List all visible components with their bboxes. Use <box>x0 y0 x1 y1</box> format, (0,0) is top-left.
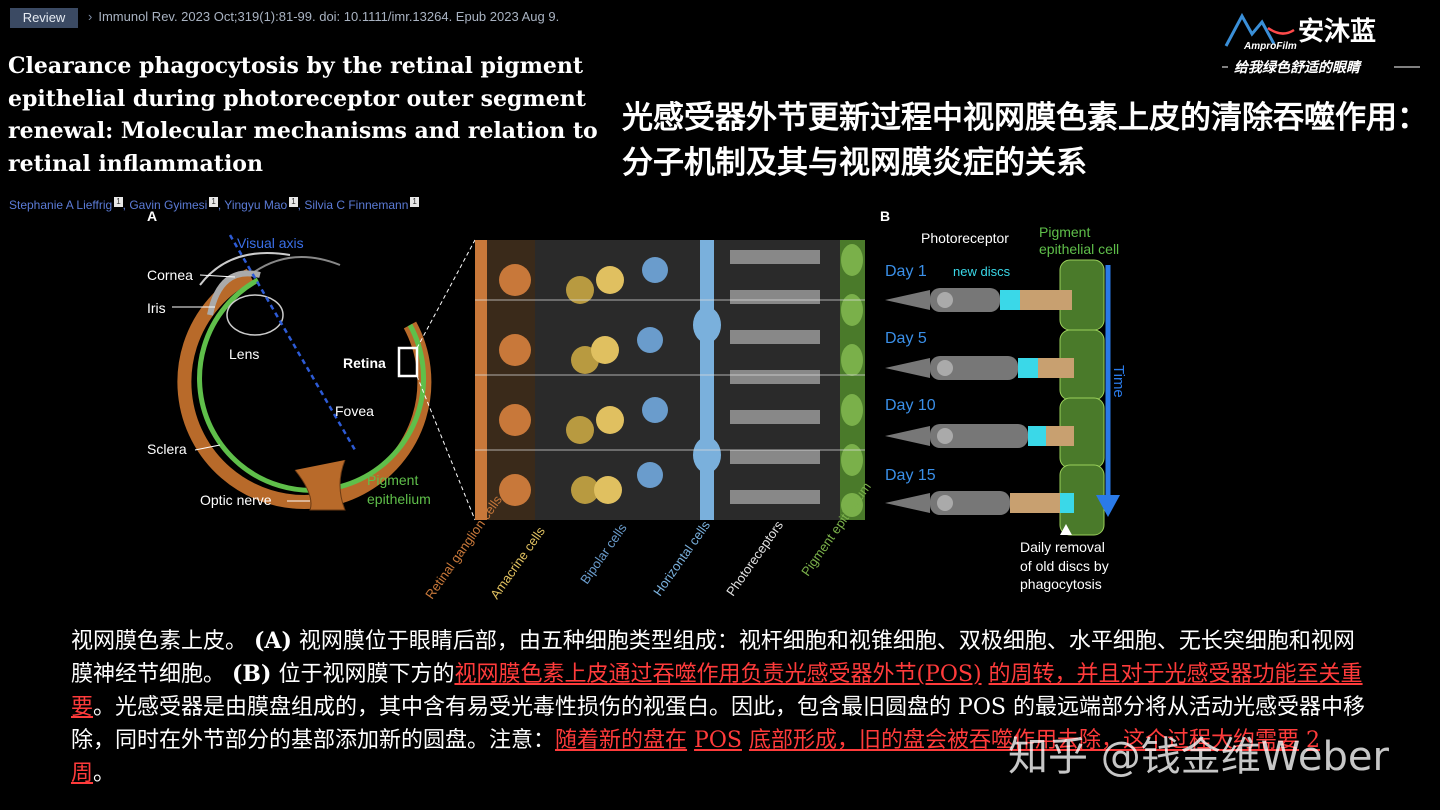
affiliation-marker[interactable]: 1 <box>410 197 419 207</box>
removal-line-1: Daily removal <box>1020 539 1105 555</box>
sclera-label: Sclera <box>147 441 187 457</box>
caption-highlight: 周 <box>71 761 94 786</box>
day-label: Day 5 <box>885 330 927 347</box>
author-link[interactable]: Yingyu Mao <box>224 198 288 212</box>
logo-sub-text: AmproFilm <box>1243 41 1297 52</box>
cell-label-amacrine: Amacrine cells <box>487 523 548 601</box>
visual-axis-line <box>228 234 357 451</box>
caption-highlight: 随着新的盘在 <box>555 728 688 753</box>
chevron-right-icon: › <box>88 9 93 24</box>
cell-label-photoreceptors: Photoreceptors <box>723 517 786 598</box>
caption-highlight: 底部形成，旧的盘会被吞噬作用去除，这个过程大约需要 <box>748 728 1299 753</box>
paper-title-zh: 光感受器外节更新过程中视网膜色素上皮的清除吞噬作用：分子机制及其与视网膜炎症的关… <box>622 100 1428 181</box>
epithelium-label: epithelium <box>367 491 431 507</box>
panel-a-label: A <box>147 208 157 224</box>
removal-line-3: phagocytosis <box>1020 576 1102 592</box>
caption-tag-a: (A) <box>254 628 292 654</box>
logo-slogan-text: 给我绿色舒适的眼睛 <box>1234 59 1362 76</box>
lens-label: Lens <box>229 346 259 362</box>
panel-b: B Photoreceptor Pigment epithelial cell … <box>880 208 1127 592</box>
logo-brand-text: 安沐蓝 <box>1298 17 1376 47</box>
removal-line-2: of old discs by <box>1020 558 1109 574</box>
caption-text: 位于视网膜下方的 <box>278 662 455 687</box>
optic-nerve-label: Optic nerve <box>200 492 272 508</box>
cell-label-bipolar: Bipolar cells <box>577 520 630 586</box>
caption-text: 。 <box>93 761 116 786</box>
paper-title-en: Clearance phagocytosis by the retinal pi… <box>8 53 598 177</box>
caption-highlight: POS <box>694 728 742 753</box>
visual-axis-label: Visual axis <box>237 235 304 251</box>
brand-logo: 安沐蓝 AmproFilm 给我绿色舒适的眼睛 <box>1222 12 1420 76</box>
citation-text: Immunol Rev. 2023 Oct;319(1):81-99. doi:… <box>98 9 560 24</box>
pigment-label: Pigment <box>367 472 418 488</box>
cell-label-horizontal: Horizontal cells <box>650 518 713 599</box>
affiliation-marker[interactable]: 1 <box>289 197 298 207</box>
day-label: Day 1 <box>885 263 927 280</box>
arrow-down-icon <box>1096 495 1120 517</box>
panel-b-label: B <box>880 208 890 224</box>
triangle-up-icon <box>1060 524 1072 535</box>
caption-text: 。光感受器是由膜盘组成的，其中含有易受光毒性损伤的视蛋白。因此，包含最旧圆盘的 <box>93 695 952 720</box>
retina-layers <box>475 240 865 520</box>
panel-a: A Visual axis Cornea Iris Lens Retina Fo… <box>147 208 476 521</box>
eye-diagram <box>177 234 476 521</box>
fovea-label: Fovea <box>335 403 374 419</box>
caption-highlight: 视网膜色素上皮通过吞噬作用负责光感受器外节 <box>454 662 917 687</box>
author-link[interactable]: Stephanie A Lieffrig <box>9 198 113 212</box>
caption-highlight: 2 <box>1305 728 1320 753</box>
day-label: Day 15 <box>885 467 936 484</box>
retina-figure: A Visual axis Cornea Iris Lens Retina Fo… <box>147 208 1127 602</box>
author-link[interactable]: Gavin Gyimesi <box>129 198 208 212</box>
logo-mark-icon <box>1224 12 1276 47</box>
caption-text: 视网膜色素上皮。 <box>71 629 248 654</box>
zhihu-watermark: 知乎 @钱金维Weber <box>1008 734 1389 780</box>
photoreceptor-row <box>885 464 1105 536</box>
iris-label: Iris <box>147 300 166 316</box>
caption-highlight: 的周转，并且对于光感受器功能至关重要 <box>71 662 1363 720</box>
logo-swoosh-icon <box>1267 26 1295 35</box>
photoreceptor-label: Photoreceptor <box>921 230 1009 246</box>
citation-line: › Immunol Rev. 2023 Oct;319(1):81-99. doi… <box>88 9 559 24</box>
article-type-badge: Review <box>10 8 78 28</box>
pigment-cell-label-2: epithelial cell <box>1039 241 1119 257</box>
caption-tag-b: (B) <box>232 661 272 687</box>
caption-highlight: (POS) <box>916 662 982 687</box>
affiliation-marker[interactable]: 1 <box>209 197 218 207</box>
photoreceptor-row <box>885 329 1105 401</box>
pigment-cell-label-1: Pigment <box>1039 224 1090 240</box>
new-discs-label: new discs <box>953 264 1011 279</box>
time-label: Time <box>1110 365 1127 398</box>
figure-caption: 视网膜色素上皮。 (A) 视网膜位于眼睛后部，由五种细胞类型组成：视杆细胞和视锥… <box>71 625 1366 790</box>
caption-text: POS <box>958 695 1006 720</box>
photoreceptor-row <box>885 397 1105 469</box>
caption-text: 的最远端部分将从活动光感受器中移除，同时在外节部分的基部添加新的圆盘。注意： <box>71 695 1365 753</box>
cornea-label: Cornea <box>147 267 193 283</box>
affiliation-marker[interactable]: 1 <box>114 197 123 207</box>
photoreceptor-row <box>885 259 1105 331</box>
caption-text: 视网膜位于眼睛后部，由五种细胞类型组成：视杆细胞和视锥细胞、双极细胞、水平细胞、… <box>71 629 1355 687</box>
retina-label: Retina <box>343 355 386 371</box>
author-link[interactable]: Silvia C Finnemann <box>304 198 409 212</box>
retina-zoom-box <box>397 346 419 378</box>
day-label: Day 10 <box>885 397 936 414</box>
